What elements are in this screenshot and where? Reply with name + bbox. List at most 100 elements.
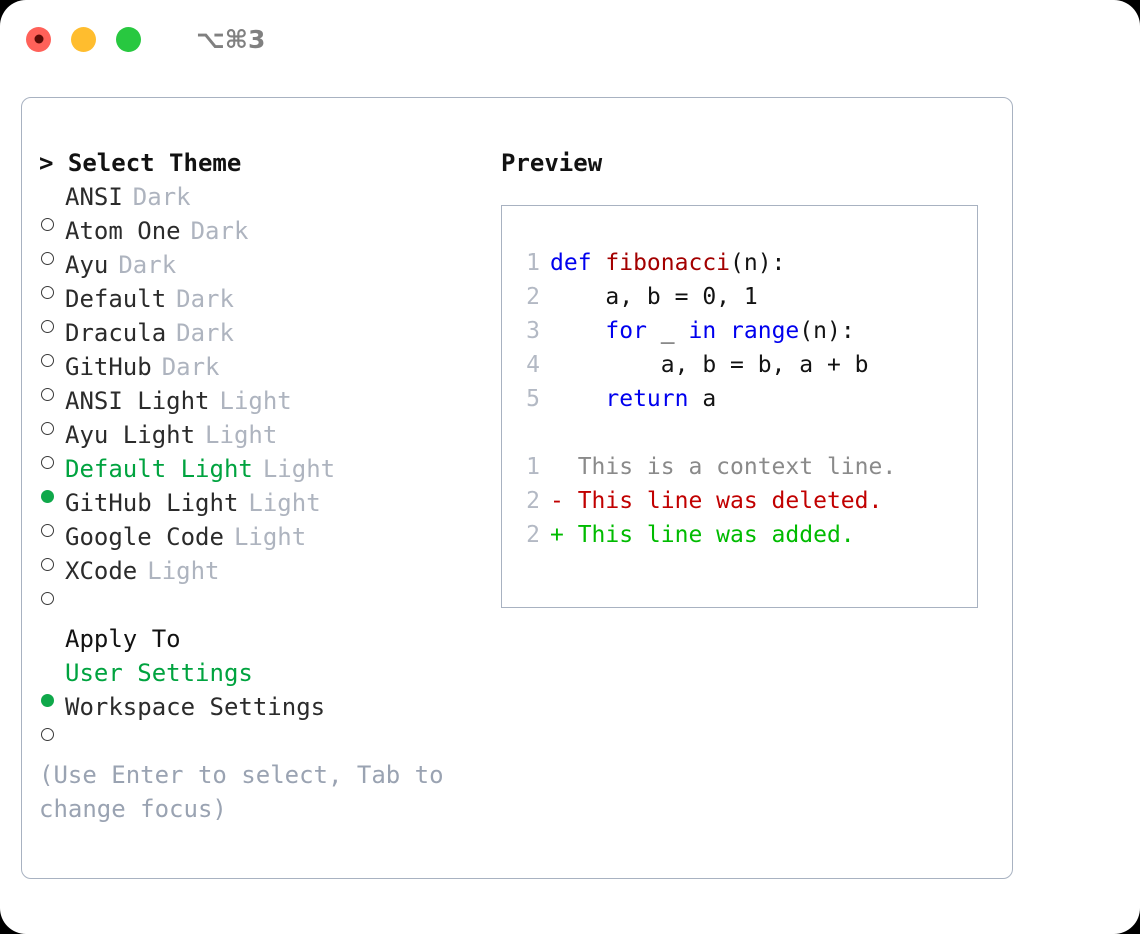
code-token-plain: _	[646, 318, 689, 344]
code-line: 1 def fibonacci(n):	[516, 246, 977, 280]
hollow-circle-icon	[41, 456, 54, 469]
theme-item[interactable]: ANSI Dark	[39, 180, 487, 231]
theme-label: Dracula	[65, 319, 167, 347]
code-token-plain: a, b = b, a + b	[550, 352, 869, 378]
theme-label: Default	[65, 285, 167, 313]
theme-item[interactable]: XCode Light	[39, 554, 487, 605]
theme-label: Ayu	[65, 251, 109, 279]
line-number: 4	[526, 352, 540, 378]
keyboard-shortcut-label: ⌥⌘3	[196, 24, 266, 54]
apply-to-header: Apply To	[65, 625, 181, 653]
apply-to-item[interactable]: Workspace Settings	[39, 690, 487, 741]
hollow-circle-icon	[41, 320, 54, 333]
diff-line-text-del: - This line was deleted.	[550, 488, 883, 514]
theme-label: XCode	[65, 557, 138, 585]
theme-item[interactable]: Atom One Dark	[39, 214, 487, 265]
code-token-plain	[550, 318, 605, 344]
line-number: 2	[526, 488, 540, 514]
hollow-circle-icon	[41, 592, 54, 605]
code-token-fn: fibonacci	[605, 250, 731, 276]
theme-label: Google Code	[65, 523, 224, 551]
hollow-circle-icon	[41, 388, 54, 401]
theme-label: Default Light	[65, 455, 253, 483]
preview-title: Preview	[501, 149, 603, 177]
diff-line-text-add: + This line was added.	[550, 522, 855, 548]
line-number: 1	[526, 250, 540, 276]
theme-variant-badge: Light	[205, 421, 278, 449]
line-number: 1	[526, 454, 540, 480]
theme-variant-badge: Light	[233, 523, 307, 551]
hollow-circle-icon	[41, 558, 54, 571]
apply-to-item[interactable]: User Settings	[39, 656, 487, 707]
theme-label: ANSI Light	[65, 387, 210, 415]
theme-label: ANSI	[65, 183, 123, 211]
code-line: 3 for _ in range(n):	[516, 314, 977, 348]
hollow-circle-icon	[41, 524, 54, 537]
theme-item[interactable]: Dracula Dark	[39, 316, 487, 367]
close-window-icon[interactable]	[26, 26, 51, 52]
line-number: 2	[526, 522, 540, 548]
theme-variant-badge: Dark	[176, 319, 234, 347]
theme-label: GitHub Light	[65, 489, 239, 517]
theme-item[interactable]: Ayu Dark	[39, 248, 487, 299]
theme-item[interactable]: Google Code Light	[39, 520, 487, 571]
apply-to-label: Workspace Settings	[65, 693, 326, 721]
line-number: 3	[526, 318, 540, 344]
minimize-window-icon[interactable]	[71, 26, 96, 52]
theme-item[interactable]: GitHub Dark	[39, 350, 487, 401]
code-token-kw: range	[730, 318, 800, 344]
traffic-light-controls	[26, 26, 141, 52]
code-line: 2 a, b = 0, 1	[516, 280, 977, 314]
hollow-circle-icon	[41, 252, 54, 265]
code-diff-gap	[516, 416, 977, 450]
theme-label: Atom One	[65, 217, 181, 245]
theme-variant-badge: Light	[219, 387, 292, 415]
list-spacer	[39, 588, 487, 622]
line-number: 5	[526, 386, 540, 412]
hollow-circle-icon	[41, 218, 54, 231]
code-token-plain: a, b = 0, 1	[550, 284, 758, 310]
theme-variant-badge: Light	[147, 557, 220, 585]
code-line-text: def fibonacci(n):	[550, 246, 785, 280]
filled-circle-icon	[41, 694, 54, 707]
code-line: 5 return a	[516, 382, 977, 416]
theme-variant-badge: Light	[262, 455, 336, 483]
hollow-circle-icon	[41, 354, 54, 367]
code-token-plain	[716, 318, 730, 344]
theme-variant-badge: Dark	[132, 183, 191, 211]
theme-variant-badge: Dark	[190, 217, 249, 245]
code-line-text: return a	[550, 382, 716, 416]
code-token-plain: a	[688, 386, 717, 412]
hollow-circle-icon	[41, 728, 54, 741]
code-token-plain: (n):	[730, 250, 786, 276]
diff-line: 2 + This line was added.	[516, 518, 977, 552]
hollow-circle-icon	[41, 286, 54, 299]
theme-variant-badge: Dark	[161, 353, 220, 381]
code-token-kw: return	[605, 386, 689, 412]
theme-item[interactable]: ANSI Light Light	[39, 384, 487, 435]
diff-line: 1 This is a context line.	[516, 450, 977, 484]
diff-sample: 1 This is a context line. 2 - This line wa…	[516, 450, 977, 552]
code-line: 4 a, b = b, a + b	[516, 348, 977, 382]
line-number: 2	[526, 284, 540, 310]
code-line-text: a, b = b, a + b	[550, 348, 869, 382]
theme-variant-badge: Dark	[176, 285, 234, 313]
theme-item[interactable]: Default Light Light	[39, 452, 487, 503]
code-token-kw: in	[688, 318, 717, 344]
maximize-window-icon[interactable]	[116, 26, 141, 52]
select-theme-header: > Select Theme	[39, 149, 242, 177]
diff-line: 2 - This line was deleted.	[516, 484, 977, 518]
theme-variant-badge: Dark	[118, 251, 177, 279]
theme-item[interactable]: Default Dark	[39, 282, 487, 333]
apply-to-label: User Settings	[65, 659, 253, 687]
code-line-text: for _ in range(n):	[550, 314, 854, 348]
theme-label: GitHub	[65, 353, 152, 381]
